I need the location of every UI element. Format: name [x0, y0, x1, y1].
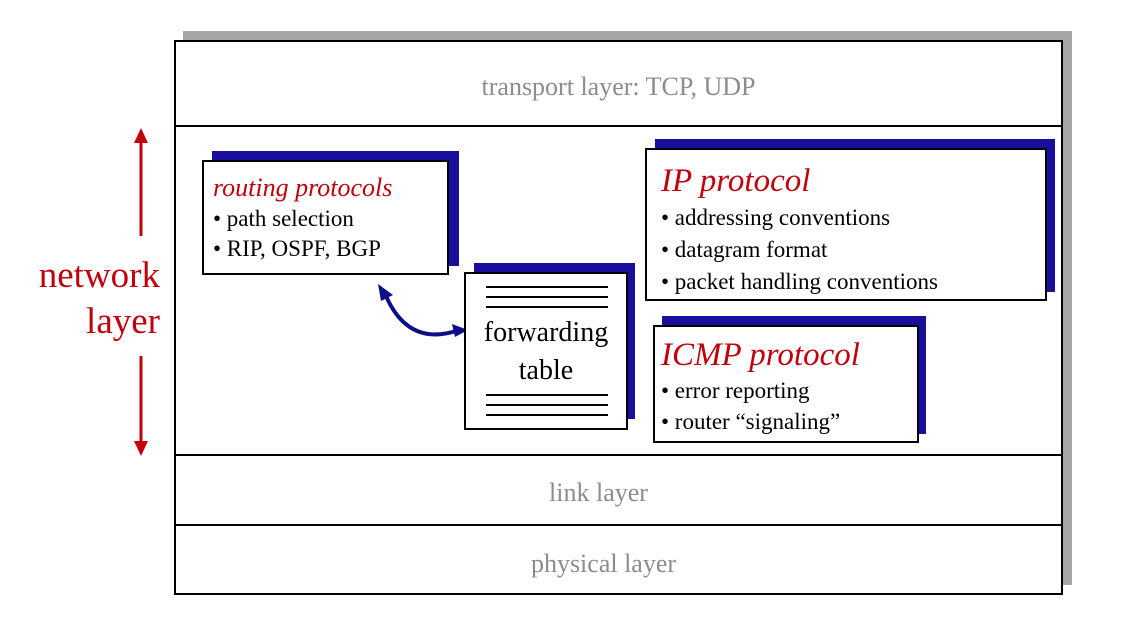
routing-protocols-box: routing protocols • path selection • RIP…: [202, 160, 449, 275]
ip-protocol-title: IP protocol: [661, 163, 811, 199]
routing-to-forwarding-arrow: [378, 284, 468, 337]
network-layer-side-label: network layer: [0, 253, 160, 345]
transport-layer-label: transport layer: TCP, UDP: [481, 72, 756, 101]
forwarding-table-label-line-1: forwarding: [483, 317, 609, 348]
separator-network-link: [175, 454, 1062, 456]
table-rule: [486, 414, 608, 416]
ip-item: • addressing conventions: [661, 205, 891, 230]
icmp-item: • error reporting: [661, 378, 810, 403]
icmp-protocol-box: ICMP protocol • error reporting • router…: [653, 325, 919, 443]
network-layer-extent-arrow: [134, 128, 148, 456]
table-rule: [486, 394, 608, 396]
link-layer-label: link layer: [549, 478, 648, 507]
routing-item: • RIP, OSPF, BGP: [213, 236, 381, 261]
separator-transport-network: [175, 125, 1062, 127]
forwarding-table-label: forwarding table: [466, 314, 626, 390]
ip-protocol-box: IP protocol • addressing conventions • d…: [645, 148, 1047, 301]
physical-layer-label: physical layer: [530, 549, 677, 578]
network-layer-label-line-2: layer: [86, 301, 160, 342]
ip-item: • datagram format: [661, 237, 828, 262]
icmp-protocol-title: ICMP protocol: [661, 337, 860, 373]
routing-item: • path selection: [213, 206, 354, 231]
separator-link-physical: [175, 524, 1062, 526]
table-rule: [486, 306, 608, 308]
table-rule: [486, 404, 608, 406]
table-rule: [486, 296, 608, 298]
ip-item: • packet handling conventions: [661, 269, 938, 294]
forwarding-table-box: forwarding table: [464, 272, 628, 430]
icmp-item: • router “signaling”: [661, 409, 841, 434]
network-layer-label-line-1: network: [38, 255, 160, 296]
forwarding-table-label-line-2: table: [518, 355, 574, 386]
routing-protocols-title: routing protocols: [213, 173, 393, 202]
table-rule: [486, 286, 608, 288]
